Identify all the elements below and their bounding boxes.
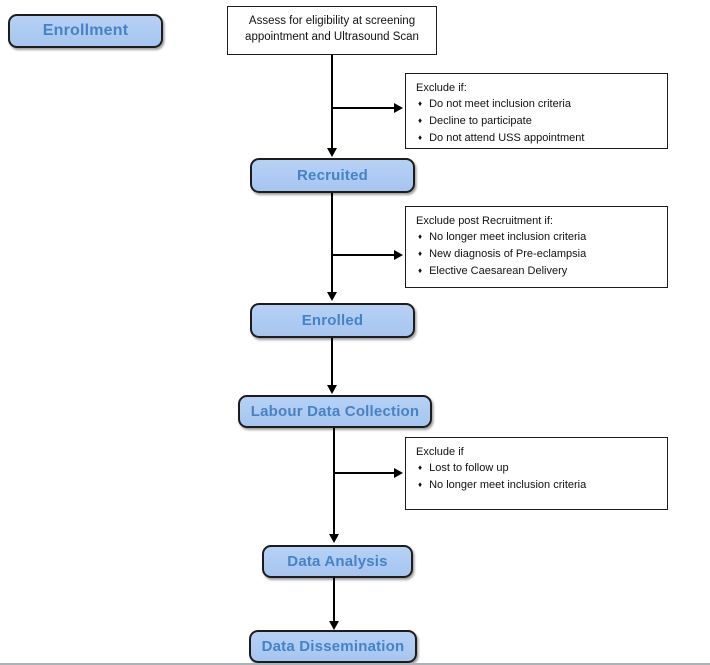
connector-analysis-to-dissemination: [333, 578, 335, 622]
exclude-item-text: New diagnosis of Pre-eclampsia: [429, 247, 587, 260]
exclude-item: ♦ No longer meet inclusion criteria: [416, 231, 657, 245]
exclude-list: ♦ Lost to follow up ♦ No longer meet inc…: [416, 462, 657, 493]
exclude-item-text: Lost to follow up: [429, 461, 509, 474]
exclude-item-text: Do not meet inclusion criteria: [429, 97, 571, 110]
exclude-box-follow-up: Exclude if ♦ Lost to follow up ♦ No long…: [405, 437, 668, 510]
exclude-item: ♦ Elective Caesarean Delivery: [416, 265, 657, 279]
stage-labour-data-collection: Labour Data Collection: [238, 395, 432, 428]
assess-eligibility-box: Assess for eligibility at screening appo…: [227, 6, 437, 55]
exclude-item: ♦ New diagnosis of Pre-eclampsia: [416, 248, 657, 262]
arrowhead-down-analysis: [329, 534, 339, 543]
exclude-item: ♦ Do not attend USS appointment: [416, 132, 657, 146]
stage-data-analysis: Data Analysis: [262, 545, 413, 578]
exclude-item: ♦ Do not meet inclusion criteria: [416, 98, 657, 112]
exclude-item-text: No longer meet inclusion criteria: [429, 478, 587, 491]
stage-recruited: Recruited: [250, 158, 415, 193]
diamond-bullet-icon: ♦: [418, 479, 423, 489]
diamond-bullet-icon: ♦: [418, 266, 423, 275]
exclude-item-text: Do not attend USS appointment: [429, 132, 585, 144]
diamond-bullet-icon: ♦: [418, 98, 423, 108]
arrowhead-down-dissemination: [329, 621, 339, 630]
exclude-item-text: Decline to participate: [429, 114, 532, 127]
diamond-bullet-icon: ♦: [418, 462, 423, 472]
arrowhead-down-recruited: [327, 148, 337, 157]
exclude-box-screening: Exclude if: ♦ Do not meet inclusion crit…: [405, 73, 668, 149]
arrowhead-right-exclude-3: [394, 468, 403, 478]
exclude-item: ♦ No longer meet inclusion criteria: [416, 479, 657, 493]
arrowhead-down-labour: [327, 385, 337, 394]
stage-enrolled: Enrolled: [250, 303, 415, 338]
exclude-box-post-recruitment: Exclude post Recruitment if: ♦ No longer…: [405, 206, 668, 288]
connector-recruited-to-enrolled: [331, 193, 333, 293]
connector-branch-exclude-3: [334, 472, 394, 474]
arrowhead-down-enrolled: [327, 292, 337, 301]
exclude-title: Exclude if:: [416, 82, 467, 94]
arrowhead-right-exclude-1: [394, 103, 403, 113]
exclude-list: ♦ Do not meet inclusion criteria ♦ Decli…: [416, 98, 657, 146]
diamond-bullet-icon: ♦: [418, 231, 423, 241]
diamond-bullet-icon: ♦: [418, 115, 423, 125]
exclude-item-text: No longer meet inclusion criteria: [429, 230, 587, 243]
exclude-item-text: Elective Caesarean Delivery: [429, 265, 568, 277]
exclude-title: Exclude if: [416, 446, 464, 458]
exclude-title: Exclude post Recruitment if:: [416, 215, 553, 227]
exclude-item: ♦ Lost to follow up: [416, 462, 657, 476]
arrowhead-right-exclude-2: [394, 250, 403, 260]
connector-branch-exclude-2: [332, 254, 394, 256]
connector-assess-to-recruited: [331, 55, 333, 149]
diamond-bullet-icon: ♦: [418, 133, 423, 142]
connector-labour-to-analysis: [333, 428, 335, 535]
connector-enrolled-to-labour: [331, 338, 333, 386]
exclude-list: ♦ No longer meet inclusion criteria ♦ Ne…: [416, 231, 657, 279]
enrollment-phase-label: Enrollment: [8, 14, 163, 48]
connector-branch-exclude-1: [332, 107, 394, 109]
exclude-item: ♦ Decline to participate: [416, 115, 657, 129]
diamond-bullet-icon: ♦: [418, 248, 423, 258]
stage-data-dissemination: Data Dissemination: [249, 630, 417, 663]
